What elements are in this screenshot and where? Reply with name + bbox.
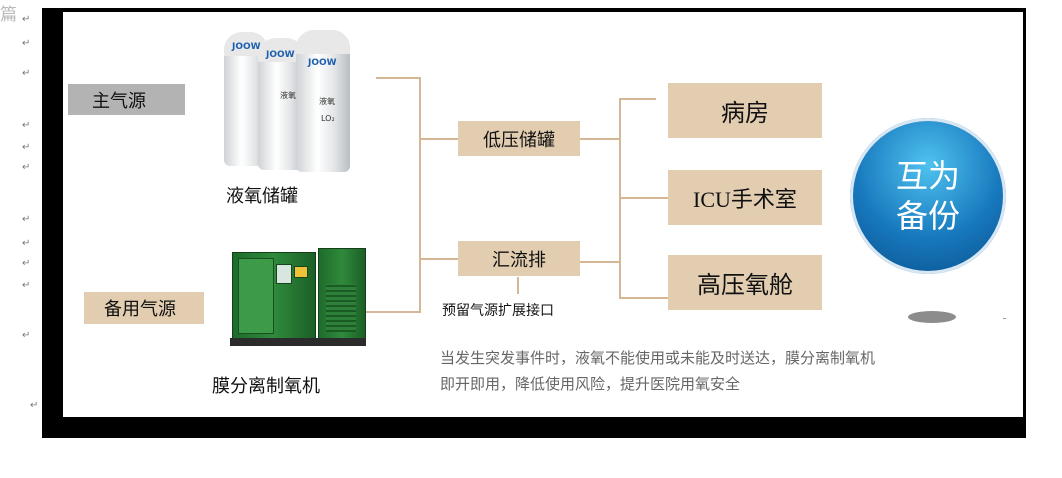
- badge-shadow: [908, 311, 956, 323]
- footnote-line-2: 即开即用，降低使用风险，提升医院用氧安全: [440, 375, 741, 393]
- paragraph-mark: ↵: [22, 162, 31, 173]
- small-mark: [1003, 318, 1006, 319]
- destination-icu: ICU手术室: [668, 170, 822, 225]
- tank-text: 液氧: [280, 91, 296, 100]
- paragraph-mark: ↵: [22, 214, 31, 225]
- backup-source-label: 备用气源: [84, 292, 204, 324]
- edge-character: 篇: [0, 5, 17, 25]
- tank-text: LO₂: [321, 114, 335, 123]
- paragraph-mark: ↵: [22, 120, 31, 131]
- main-source-label: 主气源: [68, 84, 185, 115]
- destination-hyperbaric: 高压氧舱: [668, 255, 822, 310]
- destination-ward-text: 病房: [721, 99, 769, 127]
- destination-icu-text: ICU手术室: [693, 186, 797, 212]
- paragraph-mark: ↵: [22, 330, 31, 341]
- badge-line-2: 备份: [895, 197, 960, 235]
- footnote: 当发生突发事件时，液氧不能使用或未能及时送达，膜分离制氧机 即开即用，降低使用风…: [440, 345, 875, 397]
- low-pressure-tank-text: 低压储罐: [483, 129, 555, 151]
- paragraph-mark: ↵: [22, 14, 31, 25]
- tank-shape: [296, 30, 350, 172]
- manifold-box: 汇流排: [458, 241, 580, 276]
- mutual-backup-badge: 互为 备份: [850, 118, 1006, 274]
- destination-ward: 病房: [668, 83, 822, 138]
- destination-hyperbaric-text: 高压氧舱: [697, 271, 793, 299]
- tank-text: 液氧: [319, 97, 335, 106]
- tank-logo: JOOW: [308, 58, 337, 68]
- backup-source-text: 备用气源: [104, 299, 176, 320]
- badge-line-1: 互为: [895, 157, 960, 195]
- tank-logo: JOOW: [266, 50, 295, 60]
- paragraph-mark: ↵: [30, 400, 39, 411]
- paragraph-mark: ↵: [22, 68, 31, 79]
- machine-grill: [326, 284, 356, 332]
- paragraph-mark: ↵: [22, 238, 31, 249]
- low-pressure-tank-box: 低压储罐: [458, 121, 580, 156]
- machine-panel: [238, 258, 274, 334]
- paragraph-mark: ↵: [22, 280, 31, 291]
- footnote-line-1: 当发生突发事件时，液氧不能使用或未能及时送达，膜分离制氧机: [440, 349, 876, 367]
- liquid-tank-caption: 液氧储罐: [226, 186, 298, 207]
- machine-window: [276, 264, 292, 284]
- paragraph-mark: ↵: [22, 258, 31, 269]
- main-source-text: 主气源: [92, 90, 146, 112]
- paragraph-mark: ↵: [22, 142, 31, 153]
- reserved-interface-note: 预留气源扩展接口: [442, 303, 554, 319]
- oxygen-generator-image: [228, 244, 368, 354]
- machine-base: [230, 338, 366, 346]
- liquid-oxygen-tank-image: JOOW JOOW JOOW 液氧 液氧 LO₂: [222, 26, 350, 174]
- paragraph-mark: ↵: [22, 38, 31, 49]
- source-bracket-line: [366, 77, 421, 313]
- machine-indicator: [294, 266, 308, 278]
- generator-caption: 膜分离制氧机: [212, 376, 320, 397]
- manifold-text: 汇流排: [492, 249, 546, 271]
- tank-logo: JOOW: [232, 42, 261, 52]
